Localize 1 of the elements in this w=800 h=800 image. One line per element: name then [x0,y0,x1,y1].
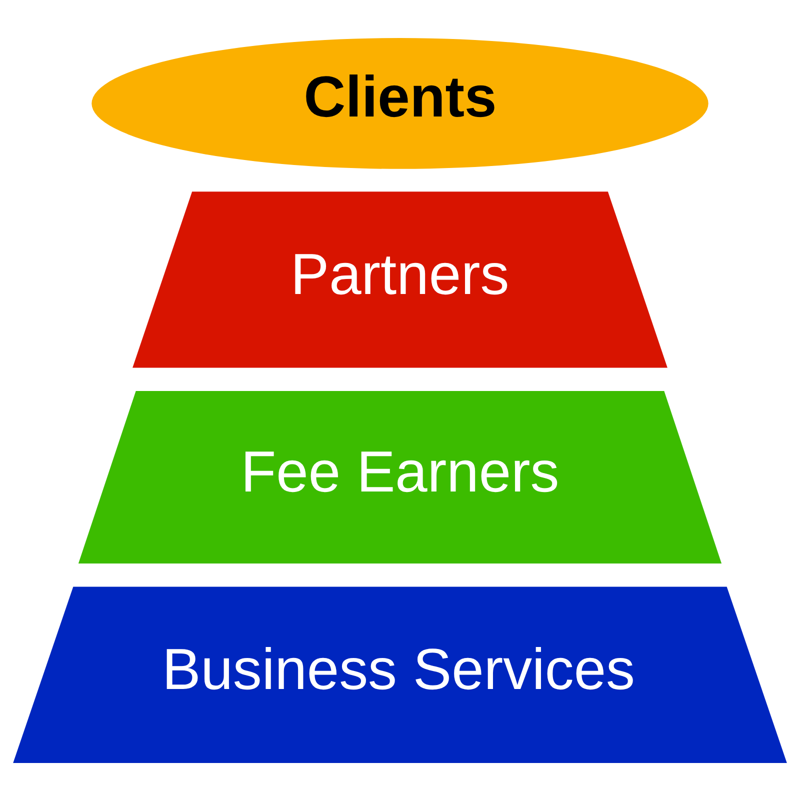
node-ellipse: Clients [92,38,708,168]
